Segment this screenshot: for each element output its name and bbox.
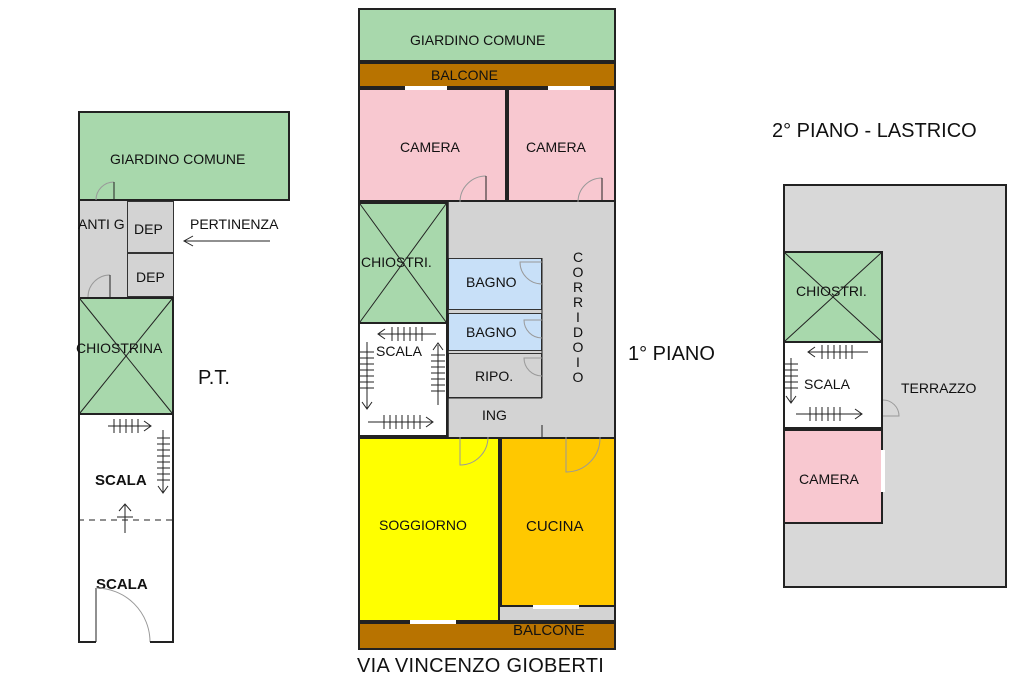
gf-garden-label: GIARDINO COMUNE — [110, 151, 246, 167]
ff-bedroom-right-label: CAMERA — [526, 139, 586, 155]
ff-closet-label: RIPO. — [475, 368, 514, 384]
ff-stair-treads-right — [431, 342, 445, 405]
gf-stairs-upper-label: SCALA — [95, 472, 147, 489]
ff-bedroom-right-door-arc — [577, 177, 603, 203]
ff-kitchen — [500, 437, 616, 607]
gf-up-arrow — [117, 503, 133, 533]
gf-garden — [78, 111, 290, 201]
ff-balcony-top — [358, 62, 616, 88]
sf-stair-area — [783, 343, 883, 429]
ff-corridor-letter: I — [576, 354, 580, 370]
ff-living-door-arc — [459, 436, 489, 466]
ff-bedroom-left-label: CAMERA — [400, 139, 460, 155]
ff-corridor-letter: O — [572, 264, 584, 280]
sf-light-well-label: CHIOSTRI. — [796, 283, 867, 299]
sf-terrace-door-arc — [882, 399, 900, 417]
gf-stair-treads-side — [157, 430, 170, 494]
gf-appurtenance-label: PERTINENZA — [190, 216, 279, 232]
gf-stairs-lower-label: SCALA — [96, 576, 148, 593]
ff-bathroom-2-door-arc — [523, 319, 543, 339]
ff-stair-treads-left — [360, 342, 374, 410]
sf-bedroom — [783, 429, 883, 524]
gf-garden-door-arc — [95, 181, 115, 201]
ff-living-room-label: SOGGIORNO — [379, 517, 467, 533]
ff-stairs-label: SCALA — [376, 343, 422, 359]
ff-light-well-cross-b — [359, 203, 447, 323]
gf-light-well-door-arc — [87, 274, 111, 298]
ff-corridor-letter: D — [572, 324, 584, 340]
window-openings — [405, 86, 885, 624]
ff-street-label: VIA VINCENZO GIOBERTI — [357, 655, 605, 677]
ff-closet-door-arc — [523, 357, 543, 377]
gf-storage-2-label: DEP — [136, 269, 165, 285]
gf-storage-2 — [127, 253, 174, 297]
ff-corridor-letter: C — [572, 249, 584, 265]
ff-kitchen-label: CUCINA — [526, 518, 584, 535]
gf-stair-area — [78, 415, 174, 642]
ff-bedroom-left — [358, 88, 507, 202]
ff-living-room — [358, 437, 500, 622]
sf-stair-treads-bottom — [796, 407, 863, 421]
sf-light-well-cross-b — [784, 252, 882, 342]
ff-light-well-label: CHIOSTRI. — [361, 254, 432, 270]
sf-terrace-label: TERRAZZO — [901, 380, 977, 396]
ff-bedroom-left-door-arc — [459, 175, 487, 203]
gf-storage-1-label: DEP — [134, 221, 163, 237]
gf-antechamber-label: ANTI G — [78, 216, 125, 232]
ff-corridor-letter: R — [572, 279, 584, 295]
sf-floor-label: 2° PIANO - LASTRICO — [772, 120, 977, 142]
sf-bedroom-label: CAMERA — [799, 471, 859, 487]
ff-kitchen-door-arc — [565, 436, 601, 473]
ff-corridor-letter: R — [572, 294, 584, 310]
ff-corridor-letter: I — [576, 309, 580, 325]
ff-corridor-letter: O — [572, 339, 584, 355]
gf-storage-1 — [127, 201, 174, 253]
ff-floor-label: 1° PIANO — [628, 343, 715, 365]
ff-garden — [358, 8, 616, 62]
ff-balcony-top-label: BALCONE — [431, 67, 498, 83]
sf-stair-treads-top — [807, 345, 868, 359]
sf-stairs-label: SCALA — [804, 376, 850, 392]
ff-entrance-label: ING — [482, 407, 507, 423]
ff-bathroom-1 — [448, 258, 542, 310]
ff-stair-treads-top — [377, 327, 436, 341]
ff-stair-area — [358, 324, 448, 437]
gf-appurtenance-arrow — [182, 235, 270, 247]
ff-balcony-bottom-label: BALCONE — [513, 622, 585, 639]
ff-bathroom-1-door-arc — [519, 261, 543, 285]
ff-stair-treads-bottom — [368, 415, 434, 429]
ff-garden-label: GIARDINO COMUNE — [410, 32, 546, 48]
ff-balcony-bottom — [358, 622, 616, 650]
gf-floor-label: P.T. — [198, 367, 230, 389]
ff-bathroom-2-label: BAGNO — [466, 324, 517, 340]
gf-stair-treads-top — [108, 419, 152, 433]
gf-light-well-cross-b — [79, 298, 173, 414]
ff-bathroom-1-label: BAGNO — [466, 274, 517, 290]
gf-entrance-door-arc — [95, 587, 151, 643]
ff-corridor-letter: O — [572, 369, 584, 385]
ff-bedroom-right — [507, 88, 616, 202]
sf-stair-treads-left — [784, 358, 798, 404]
